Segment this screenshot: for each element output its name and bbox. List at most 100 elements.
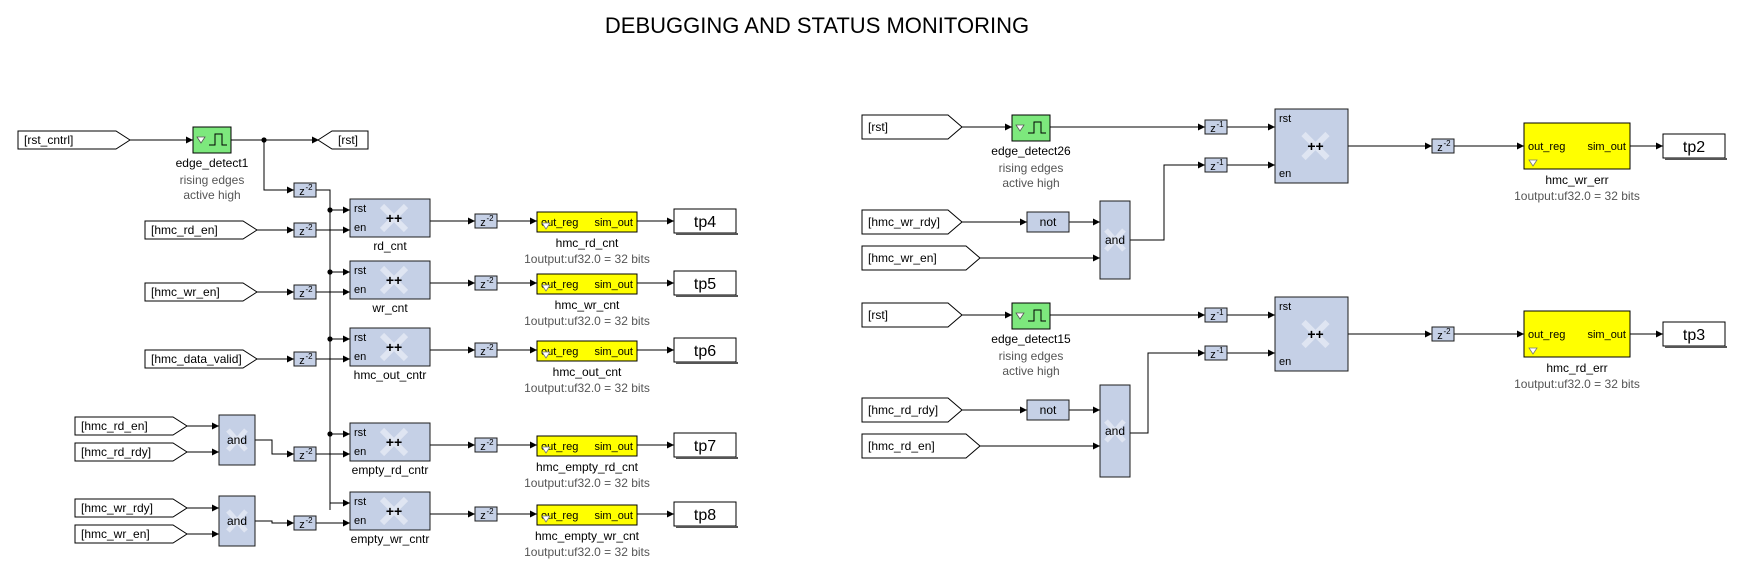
logic-block[interactable] — [218, 495, 256, 547]
gateway-name: hmc_empty_rd_cnt — [536, 460, 639, 474]
from-tag-input-a[interactable]: [hmc_wr_rdy] — [861, 209, 963, 235]
not-block[interactable] — [1026, 399, 1070, 421]
delay-z-label: z — [1210, 123, 1216, 135]
xilinx-arrow-icon — [1015, 124, 1025, 132]
from-tag-input-a[interactable]: [hmc_rd_rdy] — [861, 397, 963, 423]
xilinx-arrow-icon — [1015, 312, 1025, 320]
xilinx-logo-icon — [379, 496, 409, 526]
test-point-block[interactable] — [673, 208, 737, 234]
test-point-block[interactable] — [1662, 321, 1726, 347]
counter-name: hmc_out_cntr — [354, 368, 427, 382]
xilinx-arrow-icon — [1528, 159, 1538, 167]
from-tag-rst[interactable]: [rst] — [861, 114, 963, 140]
delay-exp-label: -2 — [486, 507, 494, 516]
delay-z-label: z — [1210, 349, 1216, 361]
from-tag-label: [hmc_rd_rdy] — [81, 445, 151, 459]
gateway-out-block[interactable] — [536, 435, 638, 457]
delay-block[interactable] — [293, 351, 317, 367]
logic-op-label: and — [1105, 233, 1125, 247]
logic-op-label: and — [1105, 424, 1125, 438]
port-en: en — [354, 222, 366, 234]
edge-detect-name: edge_detect1 — [176, 156, 249, 170]
delay-block[interactable] — [1204, 119, 1228, 135]
xilinx-arrow-icon — [1528, 347, 1538, 355]
delay-block[interactable] — [293, 446, 317, 462]
from-tag-input-b[interactable]: [hmc_wr_en] — [861, 245, 981, 271]
delay-exp-label: -2 — [1443, 139, 1451, 148]
goto-tag-rst[interactable] — [317, 130, 369, 150]
xilinx-logo-icon — [379, 203, 409, 233]
gateway-name: hmc_empty_wr_cnt — [535, 529, 640, 543]
counter-inc-label: ++ — [1307, 326, 1323, 342]
shadow — [676, 457, 738, 459]
delay-block[interactable] — [474, 506, 498, 522]
from-tag-input-b[interactable]: [hmc_wr_en] — [74, 524, 188, 544]
delay-block[interactable] — [1431, 138, 1455, 154]
gateway-output-info: 1output:uf32.0 = 32 bits — [524, 381, 650, 395]
delay-block[interactable] — [474, 437, 498, 453]
delay-block[interactable] — [293, 182, 317, 198]
delay-block[interactable] — [1431, 326, 1455, 342]
delay-block[interactable] — [293, 222, 317, 238]
counter-block[interactable] — [349, 260, 431, 300]
gateway-port-out: sim_out — [594, 510, 633, 522]
test-point-block[interactable] — [1662, 133, 1726, 159]
from-tag-input-b[interactable]: [hmc_rd_rdy] — [74, 442, 188, 462]
from-tag-input[interactable]: [hmc_data_valid] — [144, 349, 258, 369]
xilinx-logo-icon — [1301, 131, 1330, 161]
signal-wire — [255, 439, 294, 458]
xilinx-logo-icon — [1104, 228, 1126, 252]
delay-block[interactable] — [1204, 345, 1228, 361]
delay-exp-label: -1 — [1216, 346, 1224, 355]
logic-op-label: and — [227, 514, 247, 528]
delay-block[interactable] — [293, 284, 317, 300]
from-tag-label: [hmc_rd_en] — [81, 419, 148, 433]
from-tag-input[interactable]: [hmc_wr_en] — [144, 282, 258, 302]
not-block[interactable] — [1026, 211, 1070, 233]
delay-z-label: z — [299, 450, 305, 462]
port-en: en — [1279, 356, 1291, 368]
delay-z-label: z — [1437, 142, 1443, 154]
test-point-block[interactable] — [673, 337, 737, 363]
from-tag-rst-cntrl[interactable]: [rst_cntrl] — [17, 130, 131, 150]
from-tag-rst[interactable]: [rst] — [861, 302, 963, 328]
from-tag-shape — [144, 220, 258, 240]
counter-name: rd_cnt — [373, 239, 407, 253]
from-tag-label: [hmc_rd_en] — [868, 439, 935, 453]
from-tag-shape — [17, 130, 131, 150]
counter-inc-label: ++ — [386, 272, 402, 288]
gateway-out-block[interactable] — [536, 273, 638, 295]
gateway-name: hmc_wr_cnt — [555, 298, 620, 312]
gateway-out-block[interactable] — [536, 340, 638, 362]
gateway-out-block[interactable] — [1523, 310, 1631, 358]
test-point-block[interactable] — [673, 270, 737, 296]
edge-detect-name: edge_detect26 — [991, 144, 1071, 158]
counter-name: empty_rd_cntr — [352, 463, 429, 477]
delay-block[interactable] — [293, 515, 317, 531]
delay-z-label: z — [1210, 161, 1216, 173]
xilinx-logo-icon — [226, 509, 248, 533]
delay-block[interactable] — [474, 342, 498, 358]
port-rst: rst — [354, 265, 366, 277]
delay-block[interactable] — [1204, 307, 1228, 323]
gateway-out-block[interactable] — [1523, 122, 1631, 170]
gateway-out-block[interactable] — [536, 211, 638, 233]
delay-block[interactable] — [474, 213, 498, 229]
from-tag-label: [hmc_data_valid] — [151, 352, 242, 366]
from-tag-input-a[interactable]: [hmc_rd_en] — [74, 416, 188, 436]
from-tag-input-a[interactable]: [hmc_wr_rdy] — [74, 498, 188, 518]
test-point-label: tp6 — [694, 343, 716, 360]
edge-detect-desc-2: active high — [1002, 364, 1059, 378]
gateway-port-out: sim_out — [1587, 329, 1626, 341]
gateway-name: hmc_rd_err — [1546, 361, 1607, 375]
shadow — [676, 295, 738, 297]
delay-block[interactable] — [474, 275, 498, 291]
gateway-out-block[interactable] — [536, 504, 638, 526]
gateway-port-out: sim_out — [594, 346, 633, 358]
delay-block[interactable] — [1204, 157, 1228, 173]
from-tag-input-b[interactable]: [hmc_rd_en] — [861, 433, 981, 459]
from-tag-input[interactable]: [hmc_rd_en] — [144, 220, 258, 240]
from-tag-label: [rst] — [868, 308, 888, 322]
test-point-label: tp5 — [694, 276, 716, 293]
shadow — [676, 233, 738, 235]
